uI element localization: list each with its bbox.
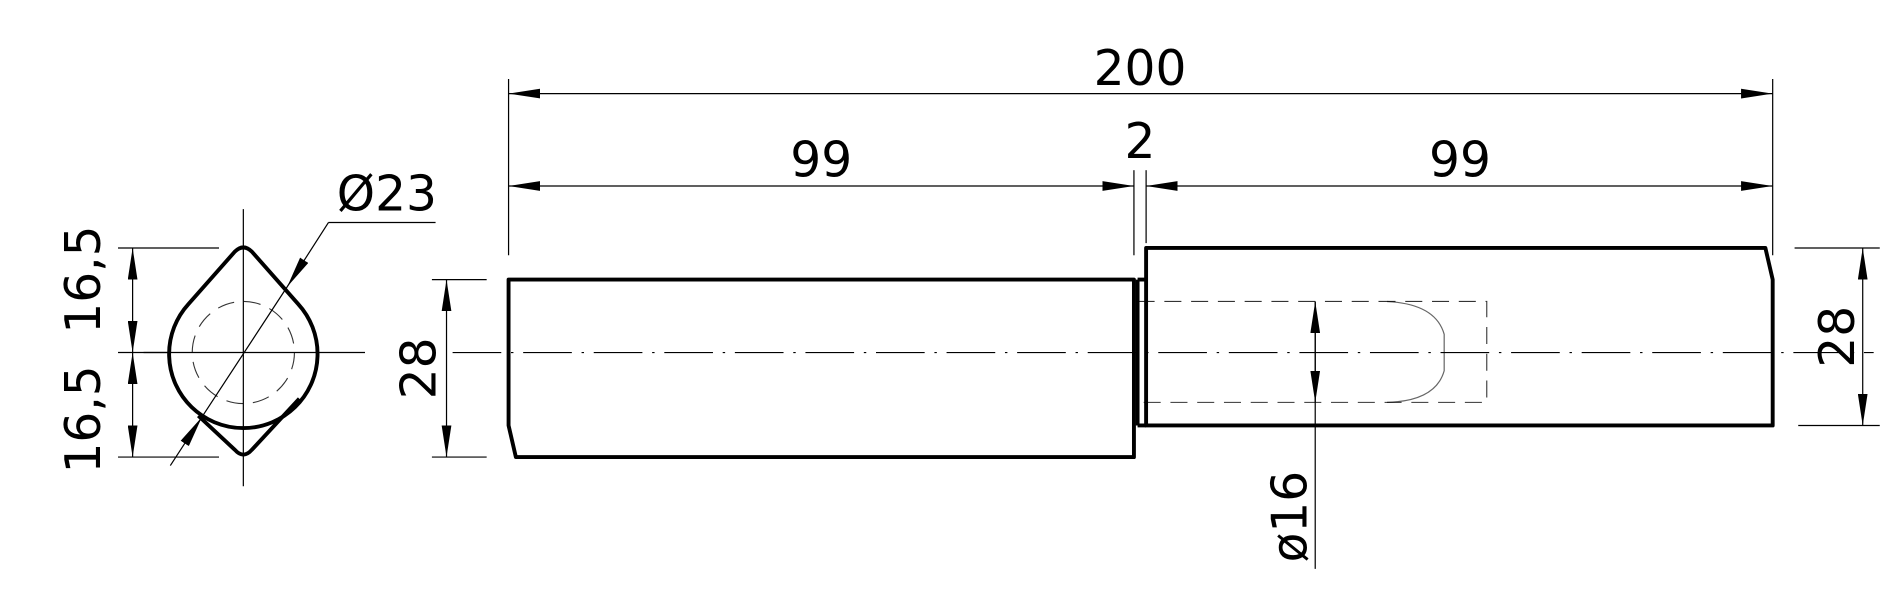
- dim-diameter-23-label: Ø23: [337, 166, 437, 222]
- dim-2-label: 2: [1125, 114, 1156, 170]
- dim-left-99-label: 99: [790, 132, 852, 188]
- end-view: 16,5 16,5 Ø23: [56, 166, 437, 487]
- end-view-bottom-flat: [196, 397, 301, 457]
- dim-16-label: ø16: [1263, 471, 1319, 563]
- dim-200-label: 200: [1094, 41, 1187, 97]
- bore-tip-arc: [1386, 300, 1445, 403]
- side-view: 200 99 2 99 28 28 ø16: [392, 41, 1880, 569]
- dim-lower-label: 16,5: [56, 365, 112, 473]
- dim-upper-label: 16,5: [56, 225, 112, 333]
- dim-right-99-label: 99: [1429, 132, 1491, 188]
- left-shaft: [506, 277, 1136, 460]
- end-view-hidden-circle: [191, 300, 295, 405]
- right-shaft: [1144, 246, 1775, 428]
- dim-left-28-label: 28: [392, 337, 448, 399]
- dim-right-28-label: 28: [1810, 306, 1866, 368]
